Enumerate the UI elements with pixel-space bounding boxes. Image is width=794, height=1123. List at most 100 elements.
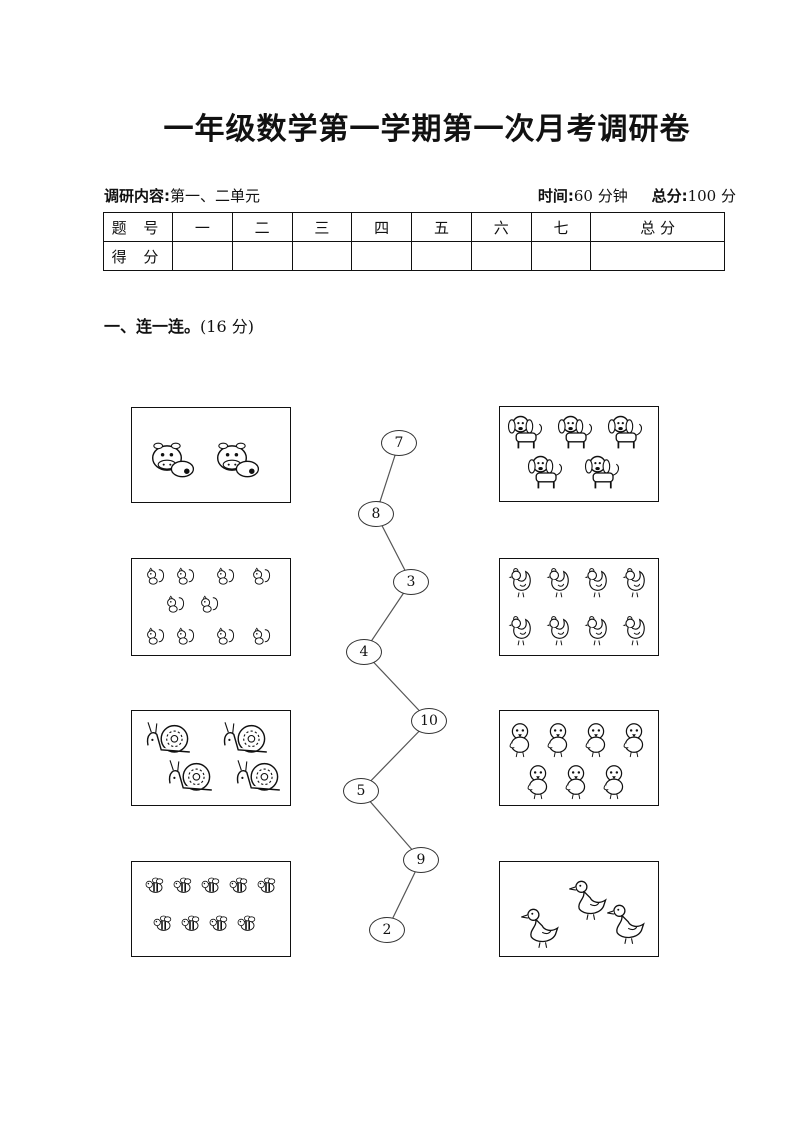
- picture-box-bees[interactable]: [131, 861, 291, 957]
- picture-box-dogs[interactable]: [499, 406, 659, 502]
- bee-icon: [173, 877, 192, 893]
- number-node-5[interactable]: 5: [343, 778, 379, 804]
- bee-icon: [237, 915, 256, 931]
- squirrel-icon: [217, 627, 235, 645]
- duck-icon: [521, 908, 559, 948]
- section-1-title: 一、连一连。: [104, 317, 201, 336]
- score-cell-4[interactable]: [351, 241, 413, 271]
- duck-icons: [521, 880, 645, 948]
- col-4: 四: [351, 212, 413, 242]
- time-value: 60 分钟: [573, 187, 628, 205]
- squirrel-icon: [177, 567, 195, 585]
- number-node-10[interactable]: 10: [411, 708, 447, 734]
- duck-icon: [569, 880, 607, 920]
- picture-box-snails[interactable]: [131, 710, 291, 806]
- section-1-points: (16 分): [200, 317, 254, 336]
- score-cell-1[interactable]: [172, 241, 233, 271]
- number-node-2[interactable]: 2: [369, 917, 405, 943]
- bee-icon: [229, 877, 248, 893]
- col-1: 一: [172, 212, 233, 242]
- chick-icon: [603, 765, 624, 800]
- snail-icon: [223, 722, 267, 753]
- score-cell-3[interactable]: [291, 241, 353, 271]
- number-node-3[interactable]: 3: [393, 569, 429, 595]
- chick-icon: [565, 765, 586, 800]
- squirrel-icon: [147, 627, 165, 645]
- number-node-9[interactable]: 9: [403, 847, 439, 873]
- squirrel-icon: [253, 627, 271, 645]
- rooster-icon: [546, 568, 569, 598]
- rooster-icon: [622, 616, 645, 646]
- picture-box-cows[interactable]: [131, 407, 291, 503]
- rooster-icon: [584, 616, 607, 646]
- picture-box-roosters[interactable]: [499, 558, 659, 656]
- exam-time-total: 时间:60 分钟 总分:100 分: [538, 185, 736, 206]
- number-node-7[interactable]: 7: [381, 430, 417, 456]
- col-total: 总 分: [590, 212, 725, 242]
- snail-icons: [146, 722, 280, 791]
- dog-icon: [507, 415, 542, 449]
- chick-icon: [547, 723, 568, 758]
- score-table-score-row: 得 分: [103, 241, 725, 271]
- rooster-icons: [508, 568, 645, 646]
- squirrel-icon: [201, 595, 219, 613]
- score-cell-5[interactable]: [411, 241, 472, 271]
- number-node-8[interactable]: 8: [358, 501, 394, 527]
- connector-line: [360, 720, 430, 792]
- score-cell-total[interactable]: [590, 241, 725, 271]
- score-table-header-row: 题 号 一 二 三 四 五 六 七 总 分: [103, 212, 725, 242]
- dog-icons: [507, 415, 642, 489]
- section-1-heading: 一、连一连。(16 分): [104, 313, 254, 337]
- col-6: 六: [470, 212, 532, 242]
- bee-icon: [145, 877, 164, 893]
- bee-icon: [201, 877, 220, 893]
- chick-icon: [585, 723, 606, 758]
- score-cell-2[interactable]: [231, 241, 293, 271]
- score-cell-6[interactable]: [470, 241, 532, 271]
- col-5: 五: [411, 212, 472, 242]
- squirrel-icon: [253, 567, 271, 585]
- chick-icons: [509, 723, 644, 800]
- rooster-icon: [584, 568, 607, 598]
- picture-box-ducks[interactable]: [499, 861, 659, 957]
- number-node-4[interactable]: 4: [346, 639, 382, 665]
- snail-icon: [168, 760, 212, 791]
- time-label: 时间:: [537, 187, 574, 205]
- picture-box-chicks[interactable]: [499, 710, 659, 806]
- dog-icon: [527, 455, 562, 489]
- row-header-score: 得 分: [103, 241, 173, 271]
- row-header-question: 题 号: [103, 212, 173, 242]
- matching-exercise: 7 8 3 4 10 5 9 2: [125, 400, 665, 965]
- dog-icon: [557, 415, 592, 449]
- bee-icon: [153, 915, 172, 931]
- score-table: 题 号 一 二 三 四 五 六 七 总 分 得 分: [103, 212, 725, 271]
- cow-icons: [151, 442, 260, 478]
- exam-content: 调研内容:第一、二单元: [104, 185, 260, 206]
- bee-icon: [257, 877, 276, 893]
- rooster-icon: [622, 568, 645, 598]
- duck-icon: [607, 904, 645, 944]
- dog-icon: [607, 415, 642, 449]
- score-cell-7[interactable]: [530, 241, 592, 271]
- bee-icons: [145, 877, 276, 931]
- chick-icon: [623, 723, 644, 758]
- snail-icon: [236, 760, 280, 791]
- col-3: 三: [291, 212, 353, 242]
- squirrel-icon: [177, 627, 195, 645]
- bee-icon: [209, 915, 228, 931]
- squirrel-icon: [217, 567, 235, 585]
- picture-box-squirrels[interactable]: [131, 558, 291, 656]
- rooster-icon: [508, 616, 531, 646]
- cow-icon: [216, 442, 260, 478]
- content-value: 第一、二单元: [170, 187, 261, 205]
- snail-icon: [146, 722, 190, 753]
- chick-icon: [527, 765, 548, 800]
- bee-icon: [181, 915, 200, 931]
- rooster-icon: [546, 616, 569, 646]
- content-label: 调研内容:: [104, 187, 170, 205]
- col-7: 七: [530, 212, 592, 242]
- total-label: 总分:: [651, 187, 688, 205]
- col-2: 二: [231, 212, 293, 242]
- squirrel-icons: [147, 567, 271, 645]
- dog-icon: [584, 455, 619, 489]
